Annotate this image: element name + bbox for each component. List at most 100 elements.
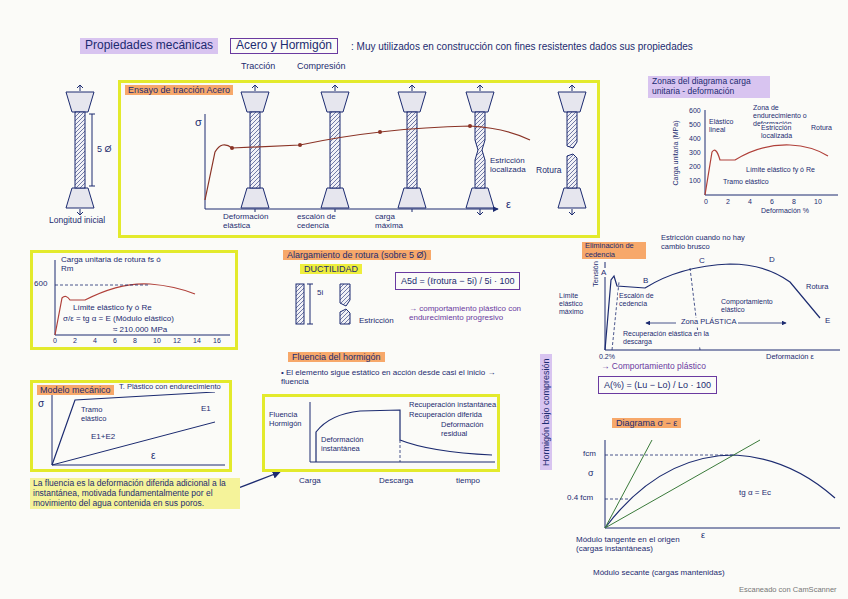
- annotation-label: Límite elástico fy ó Re: [72, 303, 153, 312]
- annotation-label: E: [824, 316, 831, 325]
- annotation-label: 16: [212, 337, 222, 345]
- node-text: Propiedades mecánicas: [85, 39, 213, 53]
- annotation-label: → Comportamiento plástico: [600, 362, 707, 372]
- specimen-sketch: [296, 284, 304, 324]
- panel-box: Carga unitaria de rotura fs ó Rm: [30, 250, 238, 350]
- specimen-bar: [330, 112, 340, 188]
- annotation-label: Deformación instantánea: [320, 436, 372, 453]
- annotation-label: D: [768, 255, 776, 264]
- annotation-label: 12: [172, 337, 182, 345]
- annotation-label: 0.2%: [598, 353, 616, 361]
- node-text: A(%) = (Lu − Lo) / Lo · 100: [604, 380, 711, 390]
- annotation-label: tiempo: [455, 476, 481, 485]
- annotation-label: Rotura: [535, 166, 563, 176]
- annotation-label: Zona PLÁSTICA: [680, 318, 737, 327]
- node-text: Fluencia del hormigón: [292, 352, 381, 362]
- annotation-label: ≈ 210.000 MPa: [112, 325, 168, 334]
- annotation-label: Deformación elástica: [222, 212, 284, 230]
- annotation-label: C: [698, 256, 706, 265]
- specimen-grips: [466, 85, 494, 215]
- annotation-label: 2: [725, 198, 731, 206]
- annotation-label: Escalón de cedencia: [618, 292, 670, 308]
- specimen-bar: [75, 112, 85, 188]
- formula-box: A5d = (ℓrotura − 5i) / 5i · 100: [395, 272, 520, 290]
- annotation-label: 600: [33, 279, 48, 288]
- annotation-label: tg α = Ec: [738, 488, 772, 497]
- annotation-label: 200: [688, 163, 702, 171]
- node-text: Eliminación de cedencia: [585, 242, 643, 259]
- annotation-label: A: [600, 268, 607, 277]
- annotation-label: Deformación ε: [765, 353, 815, 362]
- annotation-label: Rotura: [810, 124, 833, 132]
- annotation-label: σ/ε = tg α = E (Módulo elástico): [62, 314, 175, 323]
- node-text: Fluencia Hormigón: [269, 411, 309, 428]
- concrete-curve: [605, 455, 835, 528]
- annotation-label: 600: [688, 107, 702, 115]
- annotation-label: ε: [700, 530, 706, 540]
- connector-arrow: [240, 472, 280, 487]
- annotation-label: Módulo tangente en el origen (cargas ins…: [575, 535, 699, 553]
- annotation-label: fcm: [582, 449, 597, 458]
- annotation-label: Recuperación elástica en la descarga: [622, 330, 714, 346]
- annotation-label: : Muy utilizados en construcción con fin…: [350, 41, 694, 53]
- node-text: Alargamiento de rotura (sobre 5 Ø): [287, 250, 427, 260]
- annotation-label: Deformación %: [760, 207, 810, 215]
- specimen-grips: [241, 85, 269, 215]
- node-text: Zonas del diagrama carga unitaria - defo…: [652, 77, 766, 97]
- annotation-label: • El elemento sigue estático en acción d…: [280, 368, 502, 386]
- stress-strain-curve: [55, 284, 195, 335]
- keyword-highlight: DUCTILIDAD: [300, 264, 362, 274]
- node-text: DUCTILIDAD: [304, 264, 358, 274]
- curve-point: [468, 124, 472, 128]
- necked-specimen: [475, 112, 485, 188]
- dimension-line: [89, 114, 95, 186]
- broken-specimen: [567, 154, 577, 188]
- node-text: A5d = (ℓrotura − 5i) / 5i · 100: [401, 276, 514, 286]
- specimen-bar: [407, 112, 417, 188]
- heading-highlight: Zonas del diagrama carga unitaria - defo…: [648, 76, 770, 98]
- annotation-label: Escaneado con CamScanner: [738, 586, 838, 595]
- annotation-label: ε: [150, 450, 156, 462]
- annotation-label: 10: [813, 198, 823, 206]
- annotation-label: E1+E2: [90, 432, 116, 441]
- annotation-label: 10: [152, 337, 162, 345]
- tensile-specimens: [66, 85, 586, 215]
- node-text: Diagrama σ − ε: [616, 418, 677, 428]
- stress-strain-curve: [205, 126, 530, 200]
- annotation-label: ε: [505, 198, 512, 211]
- guide-line: [55, 285, 150, 286]
- heading-highlight: Eliminación de cedencia: [582, 242, 646, 259]
- guide-line: [605, 455, 735, 499]
- annotation-label: Estricción localizada: [489, 156, 539, 174]
- heading-highlight: Diagrama σ − ε: [612, 418, 681, 428]
- annotation-label: B: [642, 276, 649, 285]
- node-text: La fluencia es la deformación diferida a…: [33, 479, 237, 508]
- annotation-label: σ: [587, 468, 595, 478]
- curve-points: [230, 124, 472, 150]
- annotation-label: Tramo elástico: [80, 406, 122, 423]
- stress-strain-curve: [705, 145, 828, 195]
- specimen-grips: [558, 85, 586, 215]
- annotation-label: 8: [791, 198, 797, 206]
- annotation-label: escalón de cedencia: [296, 212, 354, 230]
- annotation-label: Longitud inicial: [48, 216, 106, 226]
- node-text: Acero y Hormigón: [236, 39, 332, 53]
- annotation-label: Tracción: [240, 61, 276, 71]
- range-arrow: [646, 323, 676, 324]
- annotation-label: Tramo elástico: [722, 178, 770, 186]
- annotation-label: Comportamiento elástico: [720, 298, 792, 314]
- annotation-label: Módulo secante (cargas mantenidas): [592, 568, 726, 577]
- stress-strain-curve: [605, 264, 820, 350]
- broken-specimen: [340, 309, 350, 324]
- annotation-label: 6: [112, 337, 118, 345]
- subject-box: Acero y Hormigón: [230, 38, 338, 54]
- annotation-label: 14: [192, 337, 202, 345]
- vertical-heading: Hormigón bajo compresión: [540, 354, 552, 470]
- title-highlight: Propiedades mecánicas: [80, 38, 218, 54]
- annotation-label: 4: [747, 198, 753, 206]
- annotation-label: T. Plástico con endurecimiento: [118, 383, 222, 392]
- annotation-label: Elástico lineal: [708, 118, 746, 134]
- annotation-label: 0: [52, 337, 58, 345]
- annotation-label: → comportamiento plástico con endurecimi…: [408, 304, 540, 322]
